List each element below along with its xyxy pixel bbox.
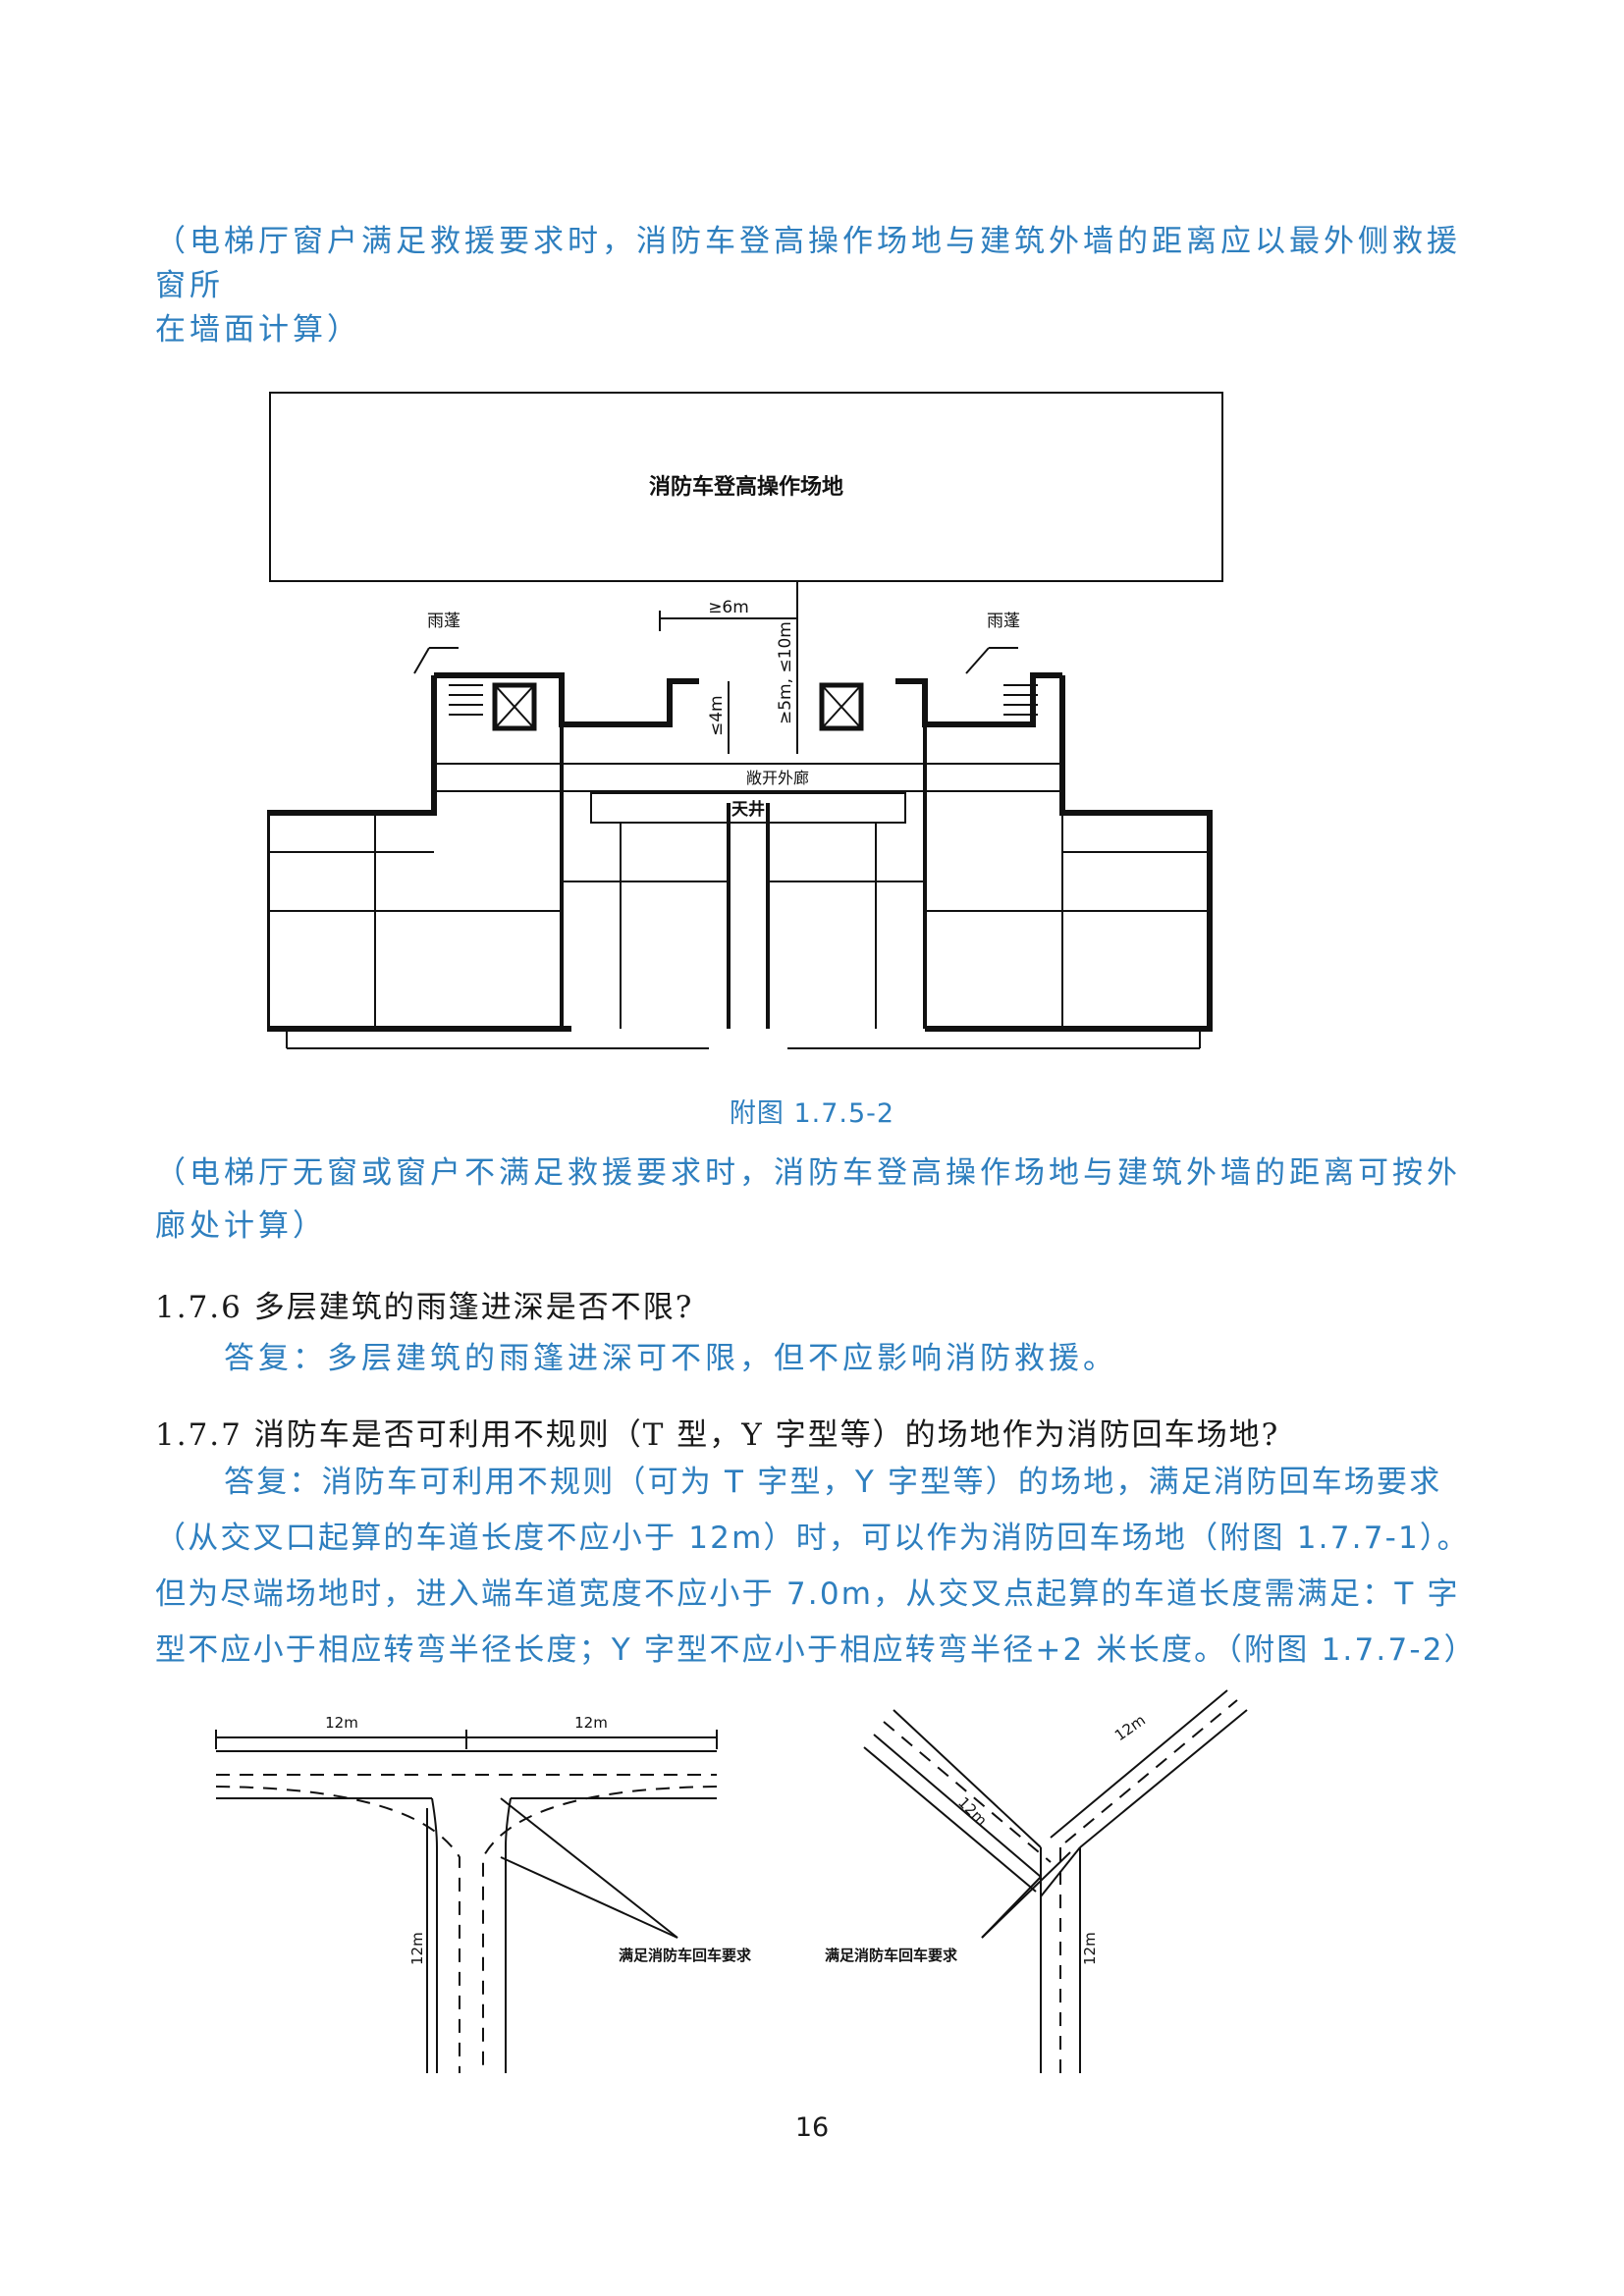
intro-line-1: （电梯厅窗户满足救援要求时，消防车登高操作场地与建筑外墙的距离应以最外侧救援窗所 — [155, 224, 1461, 303]
turnaround-figure: 12m 12m 12m 满足消防车回车要求 12m 12m 12m 满足消防车回… — [215, 1689, 1248, 2073]
dim-depth-label: ≥5m, ≤10m — [776, 621, 795, 724]
floor-plan-figure: 消防车登高操作场地 雨蓬 雨蓬 ≥6m ≥5m, ≤10m ≤4m 敞开外廊 天… — [267, 392, 1223, 1049]
t-dim-right: 12m — [574, 1714, 608, 1732]
t-dim-vertical: 12m — [408, 1932, 426, 1965]
canopy-left-label: 雨蓬 — [427, 612, 460, 631]
t-label: 满足消防车回车要求 — [619, 1947, 752, 1964]
corridor-label: 敞开外廊 — [746, 769, 809, 787]
dim-small-label: ≤4m — [707, 695, 727, 736]
canopy-right-label: 雨蓬 — [987, 612, 1020, 631]
page-number: 16 — [794, 2112, 830, 2143]
dim-width-label: ≥6m — [708, 598, 749, 617]
y-dim-vertical: 12m — [1081, 1932, 1099, 1965]
y-dim-upper-right: 12m — [1111, 1711, 1149, 1744]
t-dim-left: 12m — [325, 1714, 358, 1732]
figure1-caption: 附图 1.7.5-2 — [729, 1098, 895, 1129]
y-dim-upper-left: 12m — [954, 1793, 991, 1830]
y-label: 满足消防车回车要求 — [825, 1947, 958, 1964]
question-1-7-6-title: 1.7.6 多层建筑的雨篷进深是否不限? — [155, 1290, 694, 1325]
site-label: 消防车登高操作场地 — [649, 474, 843, 500]
question-1-7-6-answer: 答复：多层建筑的雨篷进深可不限，但不应影响消防救援。 — [224, 1341, 1117, 1376]
note-1: （电梯厅无窗或窗户不满足救援要求时，消防车登高操作场地与建筑外墙的距离可按外廊处… — [155, 1155, 1461, 1244]
question-1-7-7-title: 1.7.7 消防车是否可利用不规则（T 型，Y 字型等）的场地作为消防回车场地? — [155, 1417, 1280, 1453]
question-1-7-7-answer: 答复：消防车可利用不规则（可为 T 字型，Y 字型等）的场地，满足消防回车场要求… — [155, 1465, 1477, 1668]
intro-line-2: 在墙面计算） — [155, 312, 361, 347]
courtyard-label: 天井 — [731, 799, 765, 820]
site-rect — [269, 392, 1223, 582]
